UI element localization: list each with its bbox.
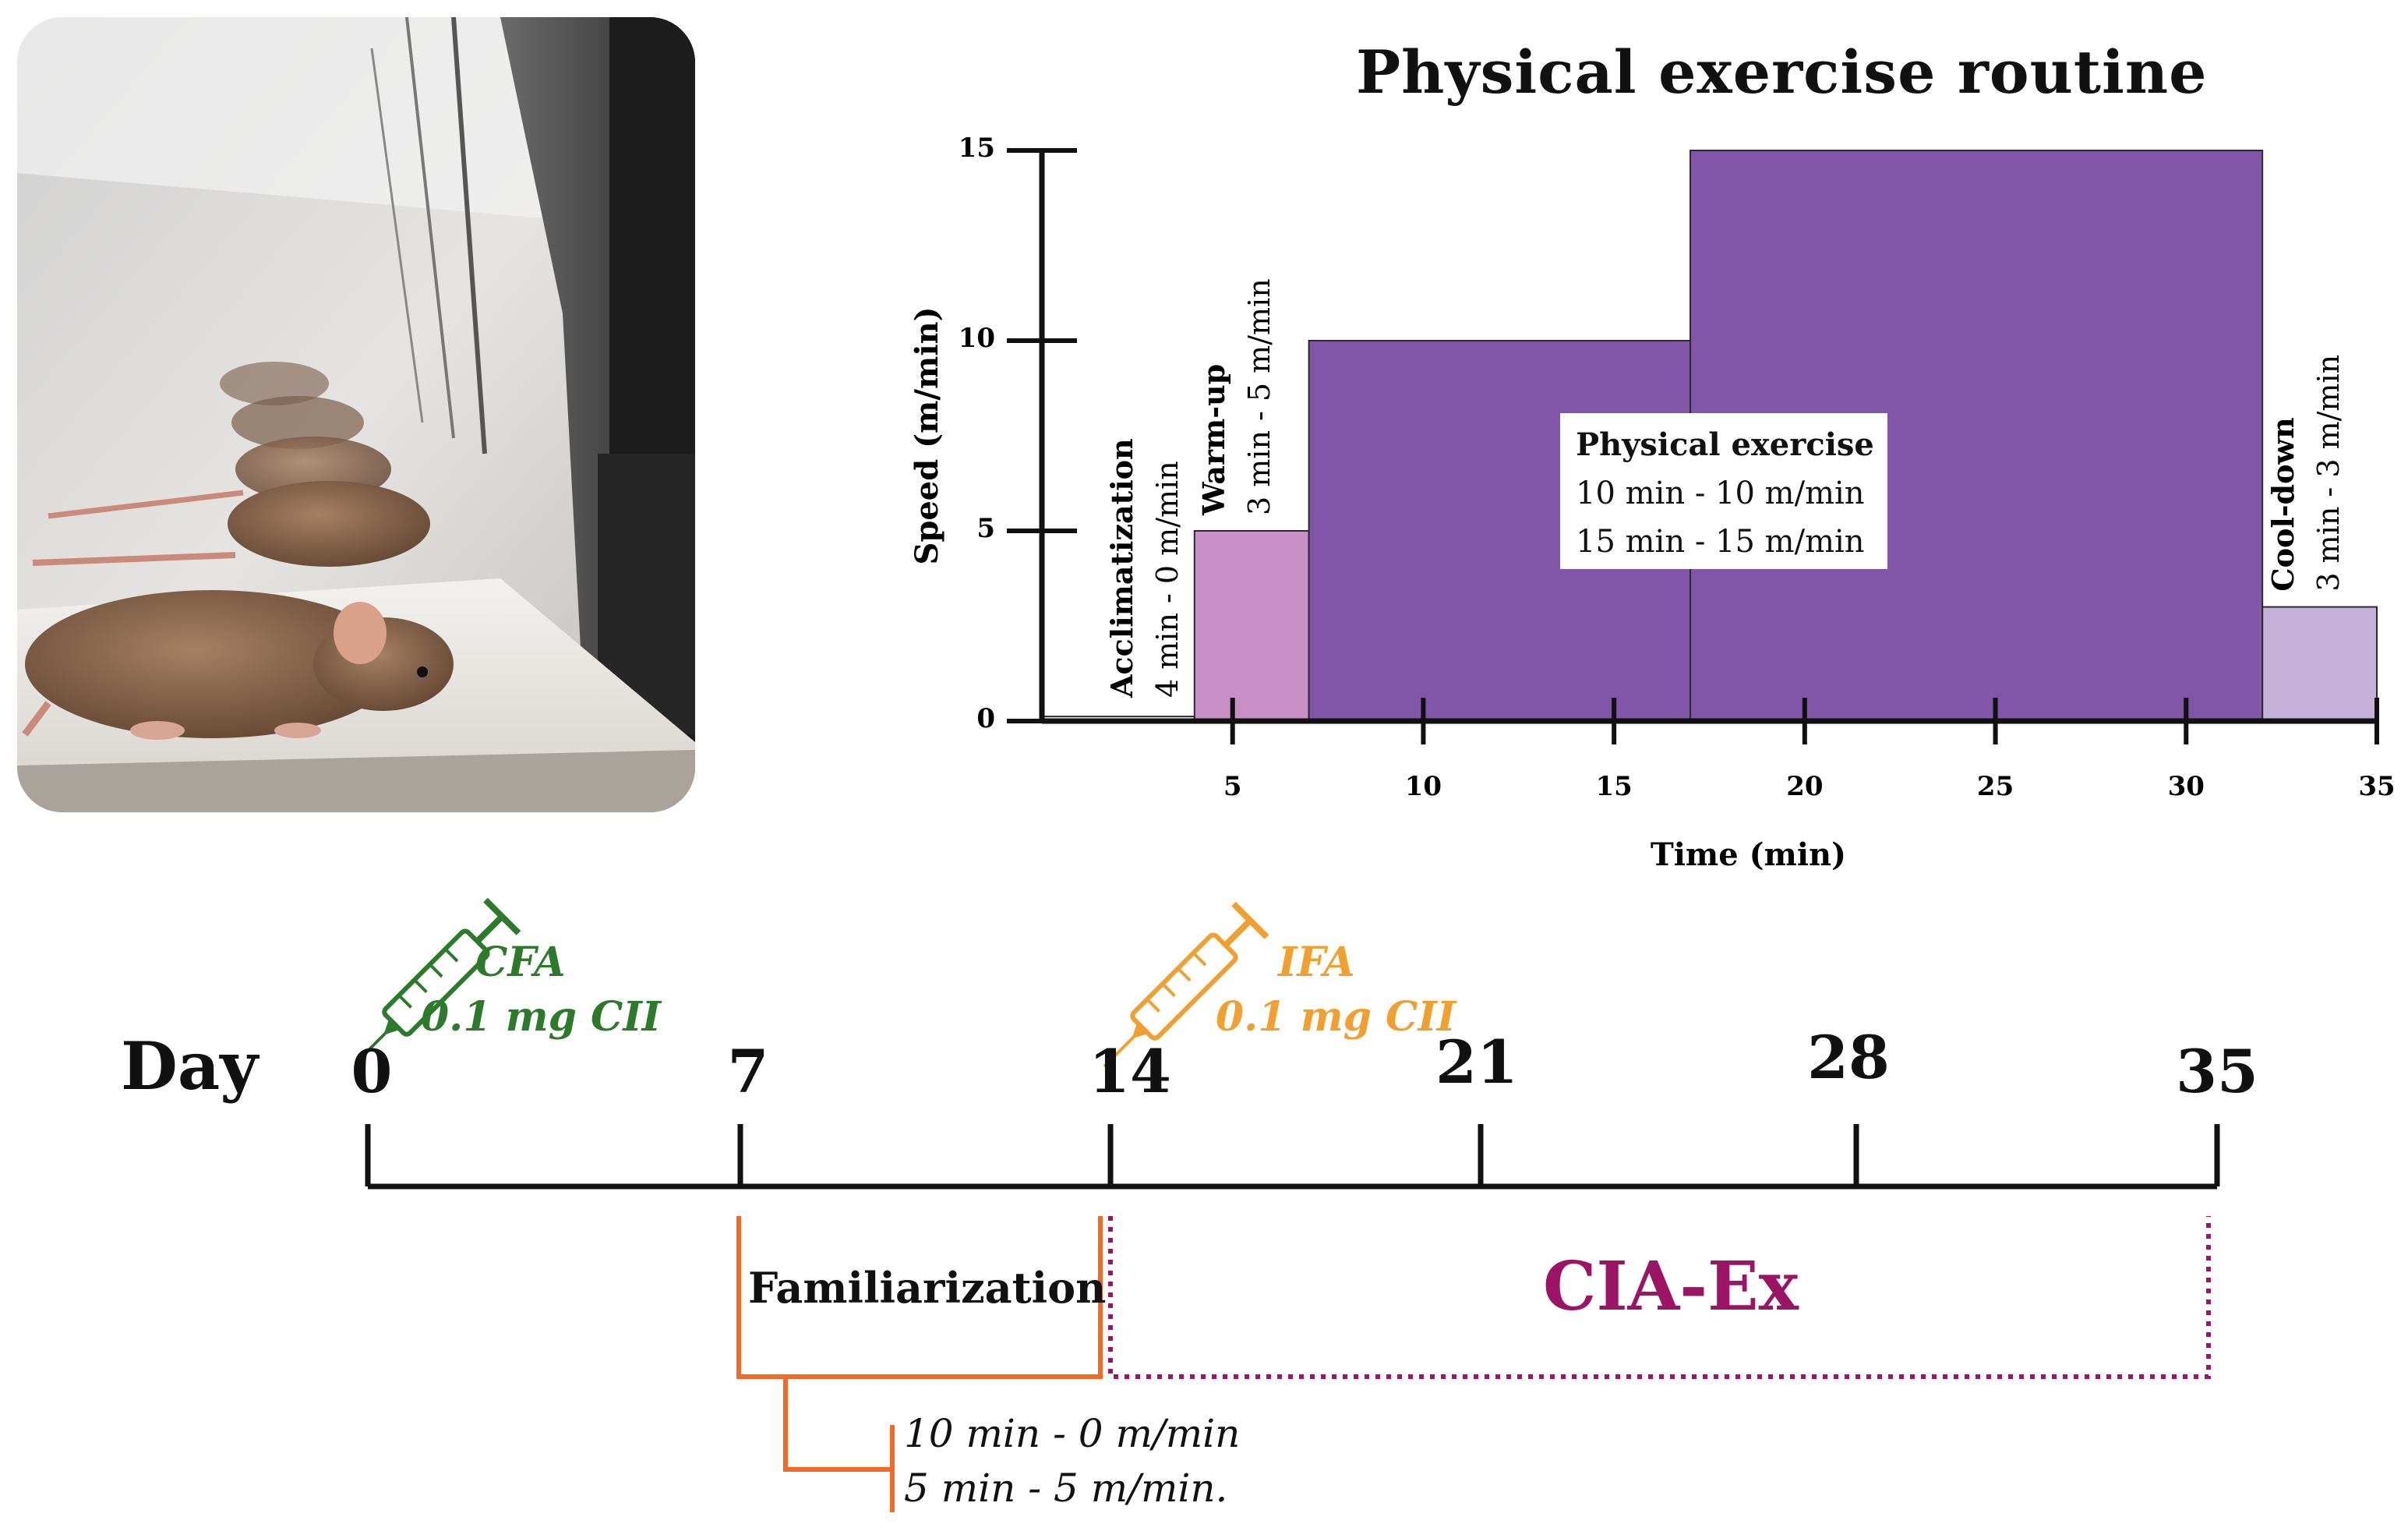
stage-note: 4 min - 0 m/min bbox=[1150, 461, 1185, 698]
day-tick-label: 14 bbox=[1089, 1037, 1171, 1106]
ifa-injection-label: IFA 0.1 mg CII bbox=[1216, 935, 1456, 1045]
cia-ex-label: CIA-Ex bbox=[1543, 1247, 1799, 1326]
physical-exercise-box: Physical exercise 10 min - 10 m/min 15 m… bbox=[1560, 413, 1887, 569]
exercise-box-line1: 10 min - 10 m/min bbox=[1576, 476, 1865, 511]
x-tick-label: 20 bbox=[1786, 771, 1823, 802]
cfa-injection-label: CFA 0.1 mg CII bbox=[421, 935, 661, 1045]
mice-treadmill-photo bbox=[17, 17, 695, 812]
stage-name: Cool-down bbox=[2265, 417, 2300, 591]
day-tick-label: 35 bbox=[2176, 1037, 2258, 1106]
familiarization-branch bbox=[783, 1377, 892, 1472]
y-axis-title: Speed (m/min) bbox=[909, 306, 945, 564]
x-tick-label: 15 bbox=[1595, 771, 1632, 802]
stage-note: 3 min - 5 m/min bbox=[1242, 278, 1276, 515]
y-tick-label: 5 bbox=[976, 513, 995, 544]
x-tick-label: 30 bbox=[2168, 771, 2205, 802]
treadmill-illustration bbox=[17, 17, 695, 812]
chart-title: Physical exercise routine bbox=[1356, 37, 2208, 107]
familiarization-detail-2: 5 min - 5 m/min. bbox=[904, 1466, 1228, 1511]
familiarization-label: Familiarization bbox=[748, 1263, 1107, 1313]
segment-bar-4 bbox=[2261, 606, 2378, 722]
stage-label-2: Cool-down 3 min - 3 m/min bbox=[2265, 355, 2346, 592]
y-tick-label: 0 bbox=[976, 703, 995, 734]
ifa-dose: 0.1 mg CII bbox=[1216, 993, 1456, 1041]
familiarization-detail-1: 10 min - 0 m/min bbox=[904, 1411, 1241, 1456]
x-axis-title: Time (min) bbox=[1651, 836, 1846, 873]
y-tick-label: 10 bbox=[959, 323, 995, 354]
cfa-dose: 0.1 mg CII bbox=[421, 993, 662, 1041]
day-tick-label: 28 bbox=[1807, 1023, 1890, 1092]
day-tick-label: 21 bbox=[1435, 1027, 1518, 1097]
x-tick-label: 5 bbox=[1223, 771, 1242, 802]
stage-name: Acclimatization bbox=[1104, 438, 1139, 698]
day-tick-label: 0 bbox=[351, 1037, 393, 1106]
ifa-agent: IFA bbox=[1278, 939, 1355, 986]
ifa-syringe-icon bbox=[1103, 901, 1269, 1068]
day-tick-label: 7 bbox=[727, 1037, 769, 1106]
x-tick-label: 10 bbox=[1405, 771, 1442, 802]
familiarization-bracket bbox=[736, 1216, 1103, 1379]
chart-labels: Acclimatization 4 min - 0 m/min Warm-up 3 m… bbox=[1104, 278, 2346, 698]
exercise-box-title: Physical exercise bbox=[1576, 426, 1874, 463]
stage-name: Warm-up bbox=[1196, 364, 1231, 516]
stage-label-0: Acclimatization 4 min - 0 m/min bbox=[1104, 438, 1185, 698]
cfa-syringe-icon bbox=[355, 897, 521, 1064]
x-tick-label: 35 bbox=[2358, 771, 2395, 802]
cia-ex-bracket bbox=[1108, 1216, 2211, 1379]
segment-bar-1 bbox=[1193, 530, 1310, 722]
stage-label-1: Warm-up 3 min - 5 m/min bbox=[1196, 278, 1276, 516]
stage-note: 3 min - 3 m/min bbox=[2311, 355, 2346, 592]
exercise-box-line2: 15 min - 15 m/min bbox=[1576, 524, 1865, 560]
x-tick-label: 25 bbox=[1977, 771, 2014, 802]
day-label: Day bbox=[121, 1027, 259, 1105]
cfa-agent: CFA bbox=[475, 939, 566, 986]
y-tick-label: 15 bbox=[959, 133, 995, 164]
timeline-graphics bbox=[355, 897, 2220, 1512]
